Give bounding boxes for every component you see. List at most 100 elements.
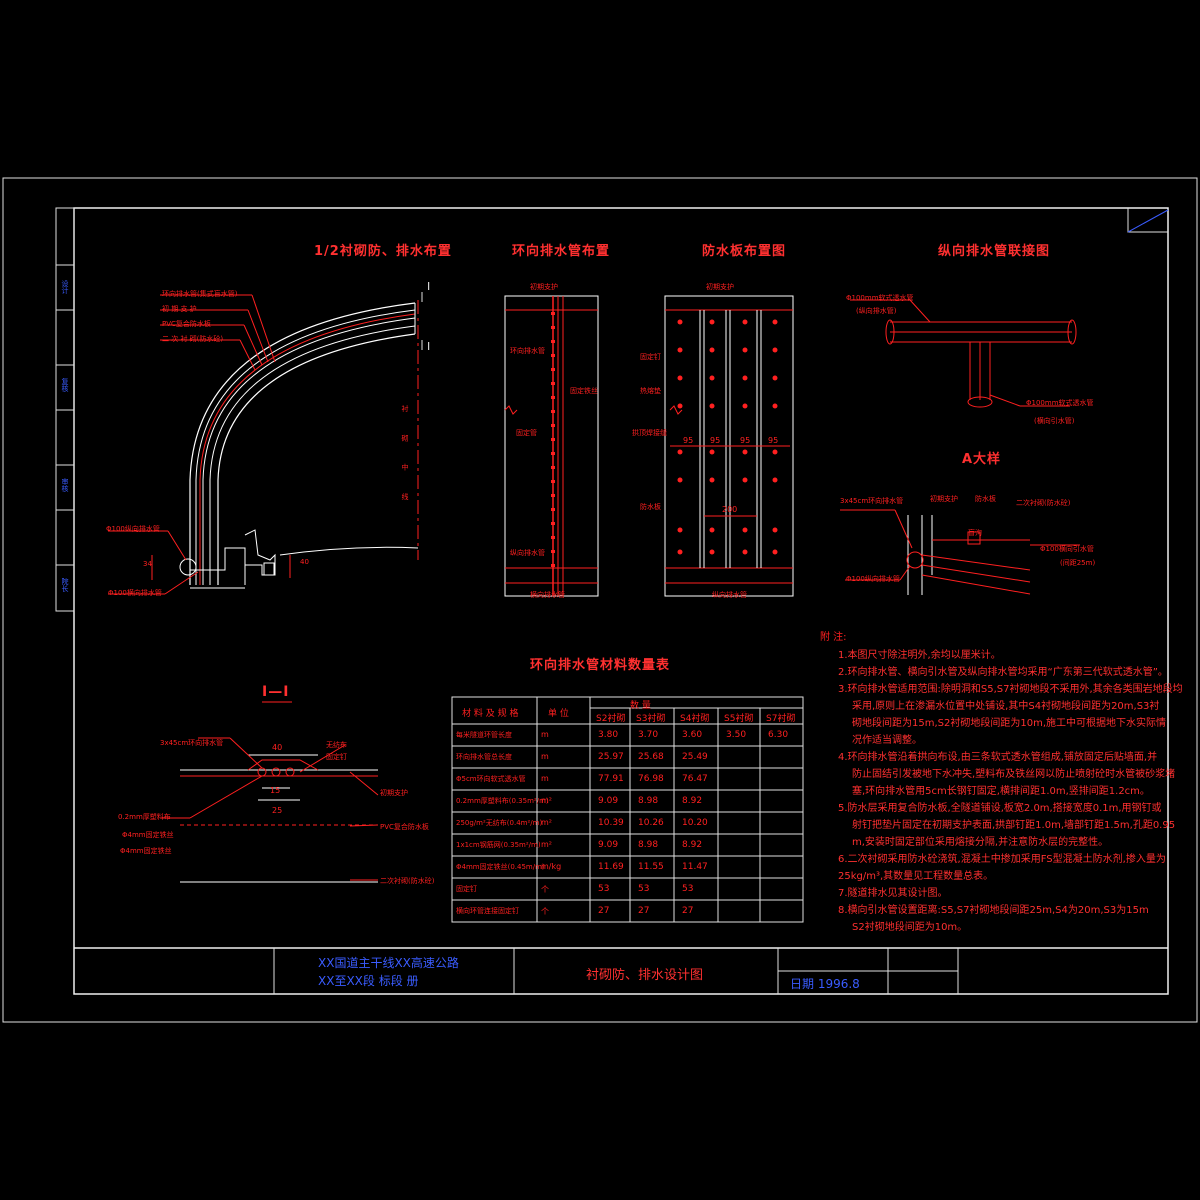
board-nail xyxy=(772,477,778,483)
label-ring-pipe: 环向排水管(集式盲水管) xyxy=(162,290,238,298)
ring-nail xyxy=(551,340,555,343)
board-nail xyxy=(742,403,748,409)
section-label-plastic: 0.2mm厚塑料布 xyxy=(118,813,171,821)
table-cell-value: 27 xyxy=(638,906,650,916)
section-label-wire: Φ4mm固定铁丝 xyxy=(122,831,174,839)
note-line: 25kg/m³,其数量见工程数量总表。 xyxy=(838,871,994,882)
detail-label-spacing: (间距25m) xyxy=(1060,559,1096,567)
board-label-nail: 固定钉 xyxy=(640,353,661,361)
table-cell-value: 3.60 xyxy=(682,730,703,740)
note-line: 防止固结引发被地下水冲失,塑料布及铁丝网以防止喷射砼时水管被砂浆堵 xyxy=(852,769,1176,780)
detail-a-drawing xyxy=(840,509,1080,595)
table-cell-name: 横向环管连接固定钉 xyxy=(456,907,519,915)
inner-border xyxy=(73,207,1169,995)
section-mark-bottom: I xyxy=(427,340,431,353)
table-col-header: S7衬砌 xyxy=(766,714,796,724)
ring-label-transpipe: 横向排水管 xyxy=(530,591,565,599)
tb-date: 日期 1996.8 xyxy=(790,977,860,991)
table-cell-name: 环向排水管总长度 xyxy=(456,753,512,761)
side-label-1: 设计 xyxy=(61,280,69,294)
board-nail xyxy=(742,319,748,325)
material-table-grid xyxy=(451,696,804,923)
table-cell-value: 25.97 xyxy=(598,752,624,762)
ring-nail xyxy=(551,438,555,441)
table-cell-name: 1x1cm钢筋网(0.35m²/m) xyxy=(456,841,541,849)
table-cell-value: 53 xyxy=(682,884,694,894)
table-col-header: S3衬砌 xyxy=(636,714,666,724)
ring-nail xyxy=(551,536,555,539)
table-cell-value: 76.98 xyxy=(638,774,664,784)
board-nail xyxy=(677,549,683,555)
note-line: 采用,原则上在渗漏水位置中处铺设,其中S4衬砌地段间距为20m,S3衬 xyxy=(852,701,1160,712)
note-line: 射钉把垫片固定在初期支护表面,拱部钉距1.0m,墙部钉距1.5m,孔距0.95 xyxy=(852,820,1176,831)
board-nail xyxy=(742,527,748,533)
table-cell-value: 10.39 xyxy=(598,818,624,828)
table-cell-value: 76.47 xyxy=(682,774,708,784)
board-nail xyxy=(742,375,748,381)
table-cell-unit: 个 xyxy=(541,885,549,894)
long-pipe-drawing xyxy=(850,299,1077,408)
note-line: 塞,环向排水管用5cm长钢钉固定,横排间距1.0m,竖排间距1.2cm。 xyxy=(852,786,1150,797)
table-cell-unit: m xyxy=(541,730,549,739)
table-cell-value: 25.68 xyxy=(638,752,664,762)
title-lining: 1/2衬砌防、排水布置 xyxy=(314,244,452,259)
label-long-pipe: Φ100纵向排水管 xyxy=(106,525,160,533)
board-nail xyxy=(709,449,715,455)
board-label-board: 防水板 xyxy=(640,503,661,511)
board-nail xyxy=(677,319,683,325)
ring-nail xyxy=(551,494,555,497)
ring-nail xyxy=(551,424,555,427)
board-nail xyxy=(677,375,683,381)
ring-nail xyxy=(551,508,555,511)
board-dim-2: 95 xyxy=(710,436,721,445)
board-nail xyxy=(772,347,778,353)
table-cell-value: 27 xyxy=(682,906,694,916)
board-nail xyxy=(772,449,778,455)
long-label-4: (横向引水管) xyxy=(1034,417,1075,425)
ring-nail xyxy=(551,312,555,315)
table-cell-unit: m² xyxy=(541,840,552,849)
table-cell-value: 8.92 xyxy=(682,796,703,806)
note-line: 况作适当调整。 xyxy=(852,735,922,746)
section-mark-top: I xyxy=(427,280,431,293)
table-cell-value: 10.26 xyxy=(638,818,664,828)
table-cell-name: Φ5cm环向软式透水管 xyxy=(456,775,526,783)
lining-drawing xyxy=(108,292,423,595)
table-header-unit: 单 位 xyxy=(548,709,569,719)
table-cell-value: 10.20 xyxy=(682,818,708,828)
table-cell-unit: m xyxy=(541,752,549,761)
label-primary-support: 初 期 支 护 xyxy=(162,305,197,313)
table-col-header: S5衬砌 xyxy=(724,714,754,724)
side-label-4: 院长 xyxy=(61,578,69,592)
note-line: S2衬砌地段间距为10m。 xyxy=(852,922,968,933)
table-cell-value: 77.91 xyxy=(598,774,624,784)
dim-40: 40 xyxy=(300,558,309,566)
board-nail xyxy=(677,403,683,409)
section-label-wire-2: Φ4mm固定铁丝 xyxy=(120,847,172,855)
section-label-nail: 固定钉 xyxy=(326,753,347,761)
board-nail xyxy=(677,477,683,483)
side-label-3: 审核 xyxy=(61,478,69,492)
detail-label-board: 防水板 xyxy=(975,495,996,503)
title-table: 环向排水管材料数量表 xyxy=(530,658,671,673)
board-nail xyxy=(709,403,715,409)
table-cell-unit: m/kg xyxy=(541,862,562,871)
ring-nail xyxy=(551,480,555,483)
table-cell-name: Φ4mm固定铁丝(0.45m/m) xyxy=(456,863,545,871)
title-ring-pipe: 环向排水管布置 xyxy=(512,244,611,259)
note-line: 8.横向引水管设置距离:S5,S7衬砌地段间距25m,S4为20m,S3为15m xyxy=(838,905,1149,916)
label-lining-center: 衬 砌 中 线 xyxy=(401,405,409,510)
board-nail xyxy=(709,527,715,533)
board-dim-1: 95 xyxy=(683,436,694,445)
detail-label-primary: 初期支护 xyxy=(930,495,958,503)
table-cell-name: 每米隧道环管长度 xyxy=(456,731,512,739)
board-nail xyxy=(742,347,748,353)
board-fixing-nails xyxy=(677,319,778,555)
board-drawing xyxy=(664,295,794,597)
section-label-lining: 二次衬砌(防水砼) xyxy=(380,877,435,885)
board-nail xyxy=(772,527,778,533)
ring-nail xyxy=(551,382,555,385)
table-cell-value: 9.09 xyxy=(598,796,619,806)
notes-heading: 附 注: xyxy=(820,632,847,643)
board-label-pad: 热熔垫 xyxy=(640,387,661,395)
